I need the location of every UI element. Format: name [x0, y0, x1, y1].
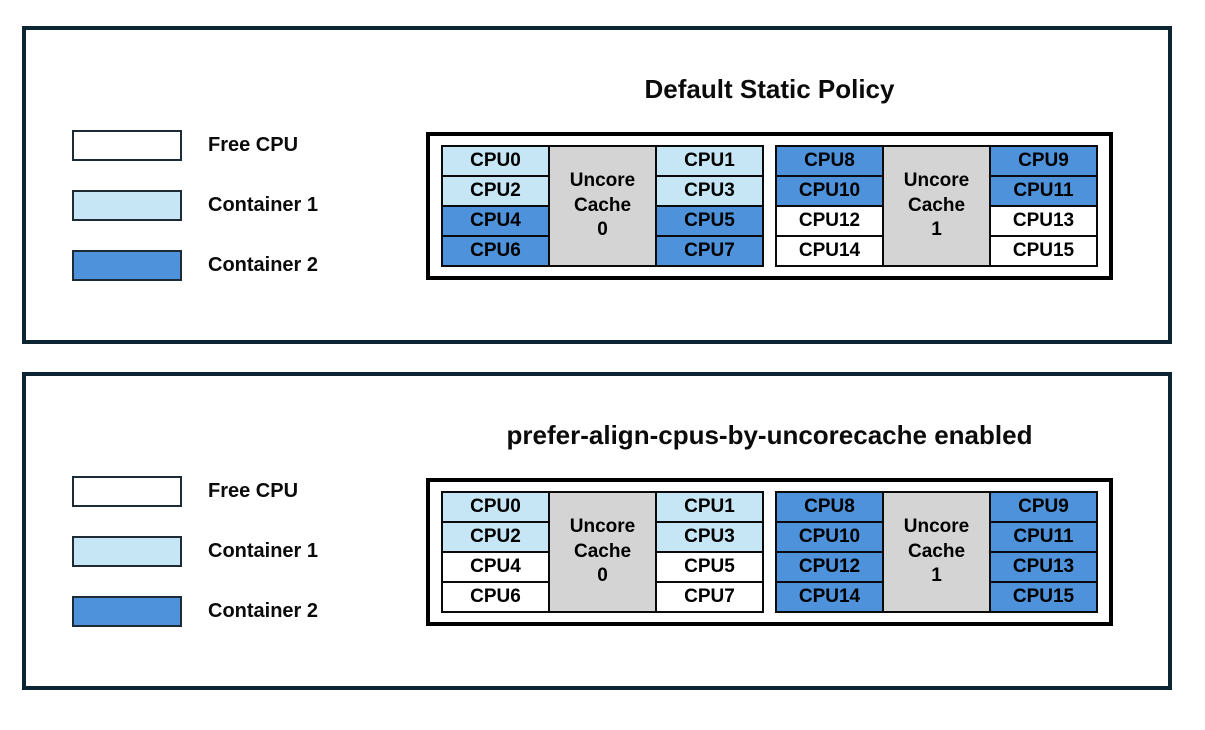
legend-row-container-2: Container 2: [72, 250, 318, 281]
legend-swatch-container-1: [72, 536, 182, 567]
legend-label: Container 2: [208, 254, 319, 276]
cpu-cell: CPU8: [777, 147, 882, 175]
panel-title: prefer-align-cpus-by-uncorecache enabled: [506, 420, 1033, 450]
legend-row-container-2: Container 2: [72, 596, 318, 627]
cpu-cell: CPU14: [777, 237, 882, 265]
uncore-cache-block: Uncore Cache 1: [884, 493, 989, 611]
cpu-cell: CPU1: [657, 147, 762, 175]
cpu-cell: CPU3: [657, 523, 762, 551]
cache-label-line: Cache: [573, 540, 632, 562]
legend-row-container-1: Container 1: [72, 190, 318, 221]
cpu-cell: CPU3: [657, 177, 762, 205]
cache-label-line: 1: [931, 565, 942, 587]
cpu-cell: CPU0: [443, 493, 548, 521]
legend-swatch-free: [72, 130, 182, 161]
legend: Free CPU Container 1 Container 2: [72, 476, 318, 627]
legend-label: Container 1: [208, 540, 319, 562]
panel-title: Default Static Policy: [644, 74, 895, 104]
cache-label-line: Uncore: [569, 169, 636, 191]
cache-label-line: 0: [597, 219, 608, 241]
cpu-cell: CPU13: [991, 553, 1096, 581]
cpu-cell: CPU14: [777, 583, 882, 611]
panel-prefer-align-cpus-by-uncorecache: prefer-align-cpus-by-uncorecache enabled…: [22, 372, 1172, 690]
legend-row-container-1: Container 1: [72, 536, 318, 567]
cache-label-line: Uncore: [569, 515, 636, 537]
cpu-cell: CPU12: [777, 553, 882, 581]
cache-label-line: Cache: [573, 194, 632, 216]
legend-row-free-cpu: Free CPU: [72, 476, 318, 507]
cpu-cell: CPU10: [777, 177, 882, 205]
cpu-topology-diagram: CPU0 CPU2 CPU4 CPU6 Uncore Cache 0 CPU1 …: [426, 132, 1113, 280]
uncore-cache-block: Uncore Cache 1: [884, 147, 989, 265]
cache-label-line: Uncore: [903, 169, 970, 191]
legend-label: Free CPU: [208, 480, 299, 502]
cpu-cell: CPU9: [991, 493, 1096, 521]
cache-label-line: Cache: [907, 194, 966, 216]
legend-row-free-cpu: Free CPU: [72, 130, 318, 161]
cpu-cell: CPU5: [657, 553, 762, 581]
uncore-cache-0-group: CPU0 CPU2 CPU4 CPU6 Uncore Cache 0 CPU1 …: [441, 491, 764, 613]
cpu-cell: CPU9: [991, 147, 1096, 175]
legend: Free CPU Container 1 Container 2: [72, 130, 318, 281]
panel-default-static-policy: Default Static Policy Free CPU Container…: [22, 26, 1172, 344]
cpu-cell: CPU7: [657, 237, 762, 265]
legend-label: Container 2: [208, 600, 319, 622]
cpu-cell: CPU15: [991, 583, 1096, 611]
cache-label-line: 0: [597, 565, 608, 587]
cpu-cell: CPU4: [443, 553, 548, 581]
cpu-cell: CPU6: [443, 583, 548, 611]
cpu-cell: CPU5: [657, 207, 762, 235]
cpu-topology-diagram: CPU0 CPU2 CPU4 CPU6 Uncore Cache 0 CPU1 …: [426, 478, 1113, 626]
cpu-cell: CPU2: [443, 523, 548, 551]
cpu-cell: CPU6: [443, 237, 548, 265]
cpu-cell: CPU11: [991, 523, 1096, 551]
uncore-cache-1-group: CPU8 CPU10 CPU12 CPU14 Uncore Cache 1 CP…: [775, 145, 1098, 267]
uncore-cache-1-group: CPU8 CPU10 CPU12 CPU14 Uncore Cache 1 CP…: [775, 491, 1098, 613]
legend-label: Container 1: [208, 194, 319, 216]
cache-label-line: 1: [931, 219, 942, 241]
legend-swatch-container-2: [72, 596, 182, 627]
uncore-cache-block: Uncore Cache 0: [550, 147, 655, 265]
cache-label-line: Cache: [907, 540, 966, 562]
cpu-cell: CPU4: [443, 207, 548, 235]
cpu-cell: CPU10: [777, 523, 882, 551]
legend-label: Free CPU: [208, 134, 299, 156]
cpu-cell: CPU2: [443, 177, 548, 205]
cpu-cell: CPU11: [991, 177, 1096, 205]
uncore-cache-block: Uncore Cache 0: [550, 493, 655, 611]
cpu-cell: CPU0: [443, 147, 548, 175]
cpu-cell: CPU13: [991, 207, 1096, 235]
legend-swatch-free: [72, 476, 182, 507]
legend-swatch-container-2: [72, 250, 182, 281]
cache-label-line: Uncore: [903, 515, 970, 537]
cpu-cell: CPU1: [657, 493, 762, 521]
cpu-cell: CPU7: [657, 583, 762, 611]
cpu-cell: CPU8: [777, 493, 882, 521]
cpu-cell: CPU12: [777, 207, 882, 235]
uncore-cache-0-group: CPU0 CPU2 CPU4 CPU6 Uncore Cache 0 CPU1 …: [441, 145, 764, 267]
cpu-cell: CPU15: [991, 237, 1096, 265]
legend-swatch-container-1: [72, 190, 182, 221]
